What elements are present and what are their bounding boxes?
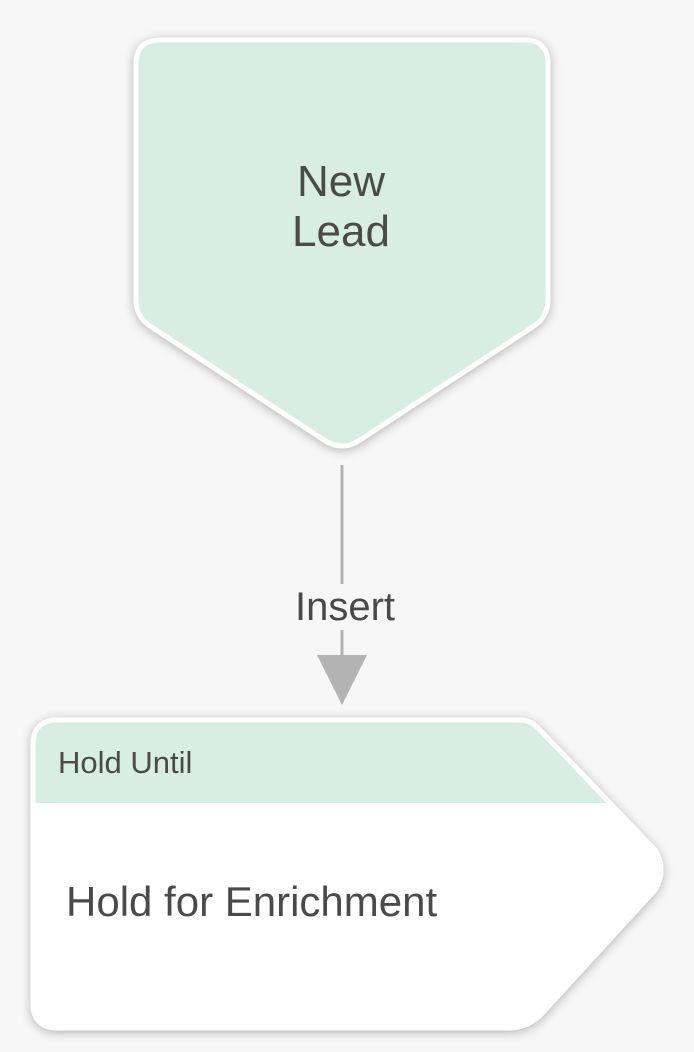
start-node-label-line2: Lead: [292, 207, 390, 256]
start-node-shape[interactable]: [133, 37, 551, 449]
connector-label: Insert: [293, 584, 398, 630]
start-node-label-line1: New: [296, 157, 386, 206]
connector-arrowhead: [317, 655, 367, 705]
hold-node-type-label: Hold Until: [58, 745, 193, 780]
hold-node-title: Hold for Enrichment: [66, 878, 438, 925]
hold-node-border: [30, 717, 664, 1031]
hold-node[interactable]: [30, 717, 690, 1031]
